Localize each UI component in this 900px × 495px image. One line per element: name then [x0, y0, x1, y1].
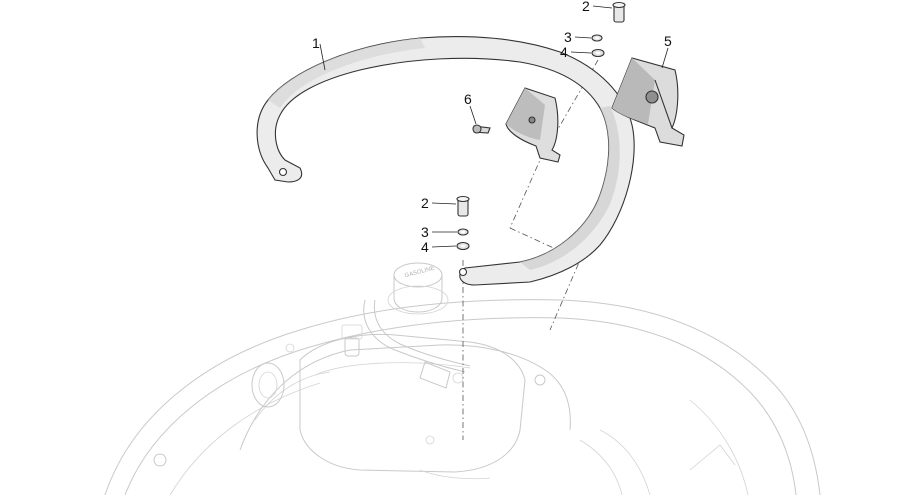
callout-4-bottom: 4: [421, 239, 429, 255]
spacer-top: [591, 48, 605, 58]
callout-3-top: 3: [564, 29, 572, 45]
callout-labels: 1 2 3 4 5 6 2 3 4: [312, 0, 672, 255]
vehicle-body-background: GASOLINE: [104, 262, 821, 495]
left-bracket: [505, 87, 561, 163]
callout-4-top: 4: [560, 44, 568, 60]
callout-5: 5: [664, 33, 672, 49]
callout-6: 6: [464, 91, 472, 107]
callout-2-top: 2: [582, 0, 590, 14]
washer-bottom: [457, 228, 469, 236]
bolt-bottom: [456, 195, 470, 217]
washer-top: [591, 34, 603, 42]
grab-rail: [256, 35, 635, 286]
callout-3-bottom: 3: [421, 224, 429, 240]
callout-2-bottom: 2: [421, 195, 429, 211]
callout-leaders: [319, 5, 669, 248]
screw: [472, 124, 491, 134]
spacer-bottom: [456, 241, 470, 251]
fuel-cap-label: GASOLINE: [404, 266, 435, 280]
right-bracket-cover: [611, 57, 685, 147]
bolt-top: [612, 1, 626, 23]
callout-1: 1: [312, 35, 320, 51]
